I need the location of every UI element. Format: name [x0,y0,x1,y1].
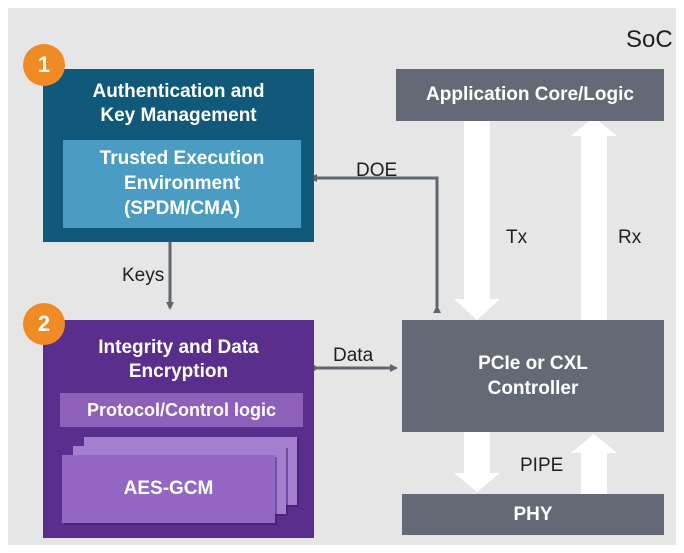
tee-line1: Trusted Execution [99,148,265,169]
controller-line1: PCIe or CXL [478,353,588,374]
pipe-down-arrow [454,432,500,492]
aes-gcm-box: AES-GCM [62,455,275,523]
protocol-control-logic-box: Protocol/Control logic [60,393,303,427]
tx-label: Tx [506,227,528,248]
tee-box: Trusted Execution Environment (SPDM/CMA) [63,140,301,228]
soc-diagram: SoC [8,8,676,545]
keys-label: Keys [122,265,165,286]
integrity-encryption-box: Integrity and Data Encryption Protocol/C… [43,320,314,538]
connectors [166,117,617,494]
data-label: Data [333,345,374,366]
tee-line2: Environment [123,173,241,194]
auth-title-line1: Authentication and [92,81,265,102]
integrity-title-line1: Integrity and Data [98,337,259,358]
tee-line3: (SPDM/CMA) [123,198,241,219]
tx-arrow [454,121,500,320]
auth-title-line2: Key Management [100,105,257,126]
auth-title: Authentication and Key Management [43,80,314,128]
integrity-title: Integrity and Data Encryption [43,336,314,384]
controller-line2: Controller [487,378,579,399]
step-1-badge: 1 [23,44,65,86]
rx-arrow [571,117,617,320]
integrity-title-line2: Encryption [128,361,229,382]
doe-label: DOE [356,160,398,181]
application-core-box: Application Core/Logic [396,69,664,121]
auth-key-management-box: Authentication and Key Management Truste… [43,69,314,242]
pipe-label: PIPE [520,455,564,476]
phy-box: PHY [402,494,664,535]
step-2-badge: 2 [23,303,65,345]
soc-label: SoC [626,26,673,53]
rx-label: Rx [618,227,642,248]
controller-box: PCIe or CXL Controller [402,320,664,432]
pipe-up-arrow [571,434,617,494]
doe-connector [309,174,441,313]
